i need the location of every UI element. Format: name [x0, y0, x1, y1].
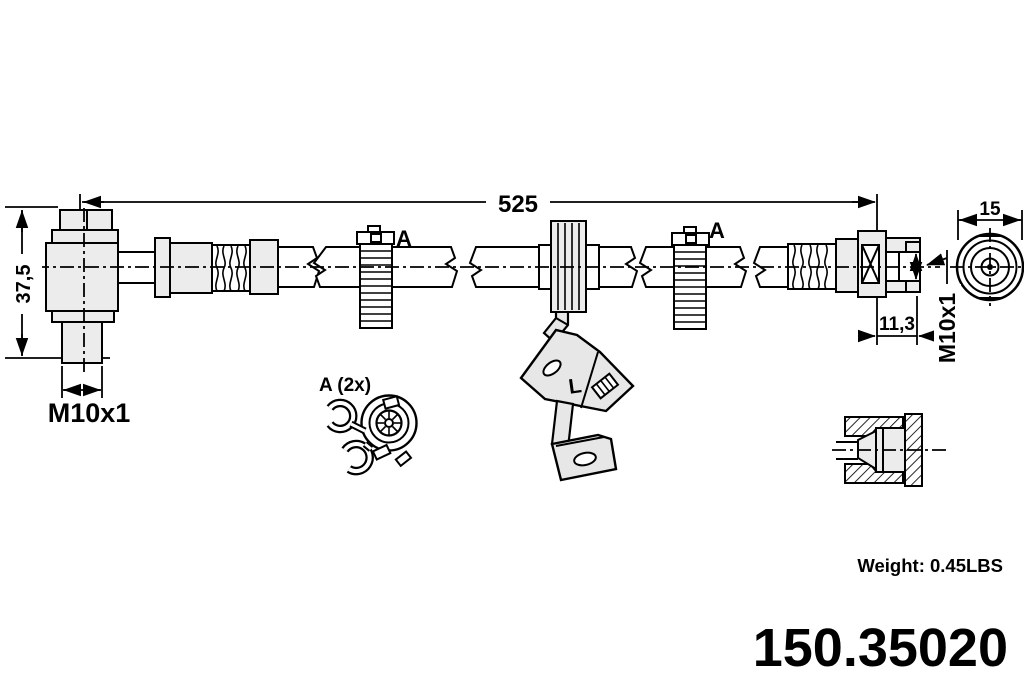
right-crimp-collar [787, 238, 859, 293]
dim-left-height: 37,5 [13, 265, 35, 304]
annotations: 525 37,5 M10x1 A A A (2x) L 11,3 M10x1 1… [13, 190, 1008, 678]
bracket-mark-label: L [567, 374, 583, 399]
dim-right-thread: M10x1 [934, 293, 960, 364]
left-banjo-fitting [45, 209, 157, 364]
dim-left-thread: M10x1 [48, 398, 131, 428]
clamp-2 [671, 226, 710, 330]
clamp1-label: A [396, 226, 412, 251]
mounting-bracket [519, 286, 635, 482]
right-end-fitting [857, 230, 923, 298]
dim-overall-length: 525 [498, 191, 538, 218]
dim-375-bg [15, 254, 42, 314]
dim-right-width: 11,3 [879, 314, 915, 335]
dimension-lines [5, 194, 1023, 398]
dim-end-diameter: 15 [979, 199, 1001, 220]
left-crimp-collar [154, 237, 279, 298]
weight-label: Weight: 0.45LBS [857, 555, 1003, 576]
dim-right-thread-bg [934, 284, 961, 374]
clamp-1 [356, 225, 395, 329]
part-number: 150.35020 [753, 618, 1008, 678]
clamp2-label: A [709, 218, 725, 243]
clip-detail [326, 394, 418, 476]
centerlines [35, 208, 1024, 451]
dim-525-bg [490, 190, 546, 215]
clip-detail-label: A (2x) [319, 375, 371, 396]
